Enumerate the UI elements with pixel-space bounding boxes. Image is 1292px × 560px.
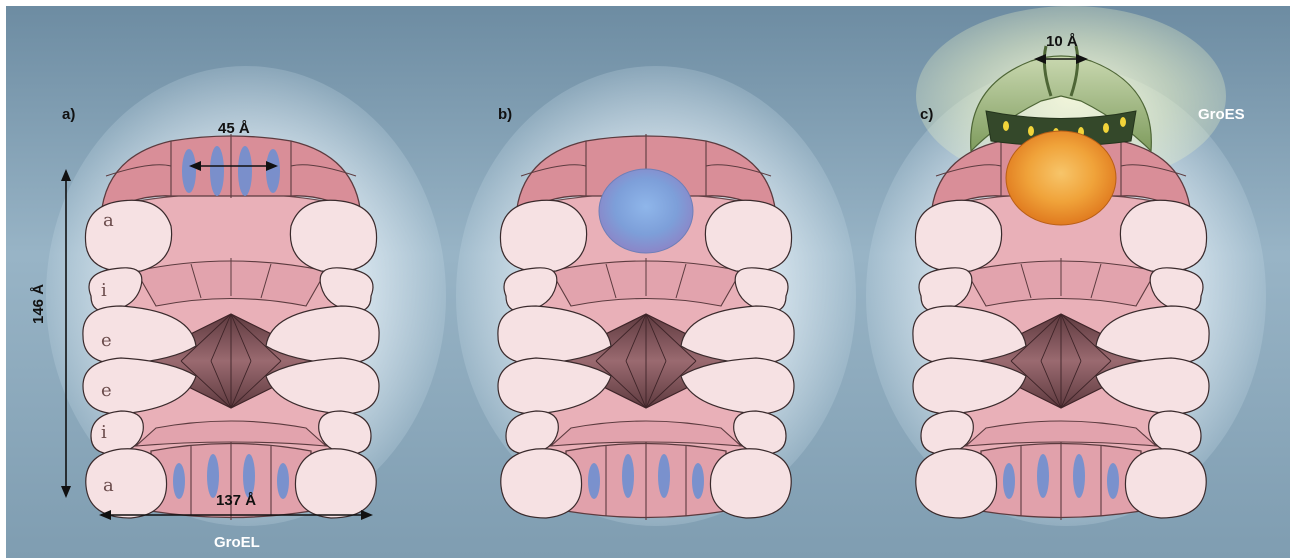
domain-letter-a-top: a	[103, 210, 114, 231]
panel-a-cylinder: a i e e i a	[83, 134, 379, 520]
panel-c-cylinder	[913, 46, 1209, 520]
groel-illustration: a i e e i a	[6, 6, 1290, 558]
domain-letter-i-top: i	[101, 280, 107, 301]
domain-letter-e-top: e	[101, 330, 112, 351]
groel-figure: a i e e i a	[6, 6, 1290, 558]
panel-b-label: b)	[498, 106, 512, 123]
domain-letter-a-bottom: a	[103, 475, 114, 496]
width-137-label: 137 Å	[216, 492, 256, 509]
domain-letter-i-bottom: i	[101, 422, 107, 443]
panel-b-cylinder	[498, 134, 794, 520]
height-146-label: 146 Å	[30, 284, 47, 324]
width-45-label: 45 Å	[218, 120, 250, 137]
groel-caption: GroEL	[214, 534, 260, 551]
opening-10-label: 10 Å	[1046, 33, 1078, 50]
folded-substrate	[1006, 131, 1116, 225]
unfolded-substrate	[599, 169, 693, 253]
groes-label: GroES	[1198, 106, 1245, 123]
domain-letter-e-bottom: e	[101, 380, 112, 401]
panel-a-label: a)	[62, 106, 75, 123]
panel-c-label: c)	[920, 106, 933, 123]
